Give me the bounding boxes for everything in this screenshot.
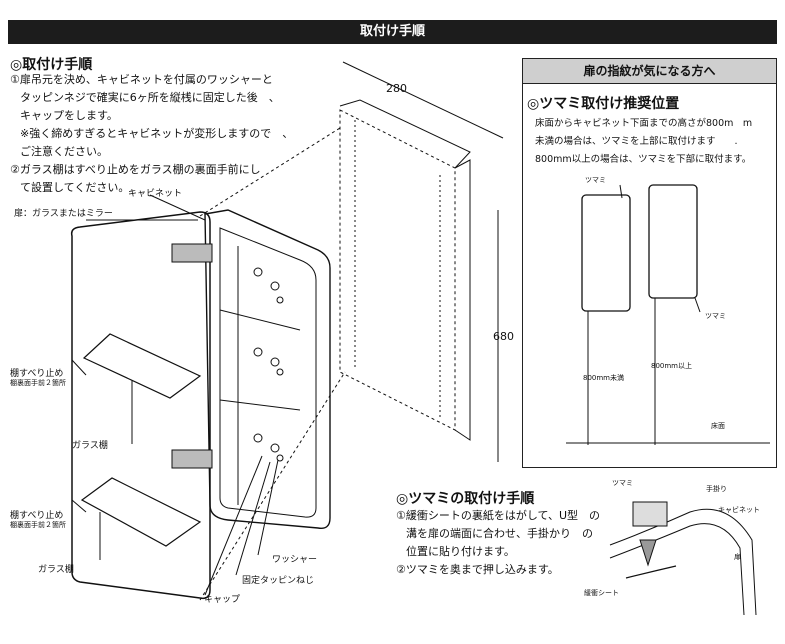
install-line: キャップをします。 [20, 109, 118, 122]
knob-label: ツマミ [612, 479, 633, 487]
knob-install-heading: ◎ツマミの取付け手順 [396, 491, 535, 507]
install-line: ②ガラス棚はすべり止めをガラス棚の裏面手前にし [10, 163, 261, 176]
knob-position-line: 未満の場合は、ツマミを上部に取付けます . [535, 136, 738, 147]
under-800-label: 800mm未満 [583, 374, 624, 382]
glass-shelf-label: ガラス棚 [38, 565, 74, 575]
screw-label: 固定タッピンねじ [242, 576, 315, 586]
height-dimension: 680 [493, 330, 514, 343]
knob-install-line: ①緩衝シートの裏紙をはがして、U型 の [396, 509, 601, 522]
floor-label: 床面 [711, 422, 725, 430]
cabinet-label: キャビネット [128, 189, 183, 199]
install-line: ①扉吊元を決め、キャビネットを付属のワッシャーと [10, 73, 273, 86]
cushion-label: 緩衝シート [584, 589, 619, 597]
fingerprint-panel-title: 扉の指紋が気になる方へ [523, 59, 776, 84]
antislip-sub-label: 棚裏面手前２箇所 [10, 379, 66, 387]
install-line: て設置してください。 [20, 181, 130, 194]
knob-position-heading: ◎ツマミ取付け推奨位置 [527, 96, 680, 112]
fingerprint-panel: 扉の指紋が気になる方へ ◎ツマミ取付け推奨位置 床面からキャビネット下面までの高… [522, 58, 777, 468]
knob-install-line: ②ツマミを奥まで押し込みます。 [396, 563, 559, 576]
antislip-label: 棚すべり止め [10, 369, 64, 379]
width-dimension: 280 [386, 82, 407, 95]
knob-install-line: 位置に貼り付けます。 [406, 545, 515, 558]
cap-label: キャップ [204, 595, 241, 605]
glass-shelf-label: ガラス棚 [72, 441, 108, 451]
door-detail-label: 扉 [734, 553, 741, 561]
knob-top-label: ツマミ [585, 176, 606, 184]
section-header: 取付け手順 [8, 20, 777, 44]
antislip-sub-label: 棚裏面手前２箇所 [10, 521, 66, 529]
install-line: ※強く締めすぎるとキャビネットが変形しますので 、 [20, 127, 294, 140]
knob-install-line: 溝を扉の端面に合わせ、手掛かり の [406, 527, 593, 540]
door-label: 扉：ガラスまたはミラー [14, 209, 113, 219]
knob-position-line: 床面からキャビネット下面までの高さが800m m [535, 118, 753, 129]
grip-label: 手掛り [706, 485, 727, 493]
washer-label: ワッシャー [272, 555, 318, 565]
over-800-label: 800mm以上 [651, 362, 692, 370]
cabinet-detail-label: キャビネット [718, 506, 760, 514]
install-line: ご注意ください。 [20, 145, 108, 158]
knob-position-line: 800mm以上の場合は、ツマミを下部に取付ます。 [535, 154, 752, 165]
install-heading: ◎取付け手順 [10, 57, 93, 73]
knob-bottom-label: ツマミ [705, 312, 726, 320]
antislip-label: 棚すべり止め [10, 511, 64, 521]
install-line: タッピンネジで確実に6ヶ所を縦桟に固定した後 、 [20, 91, 280, 104]
